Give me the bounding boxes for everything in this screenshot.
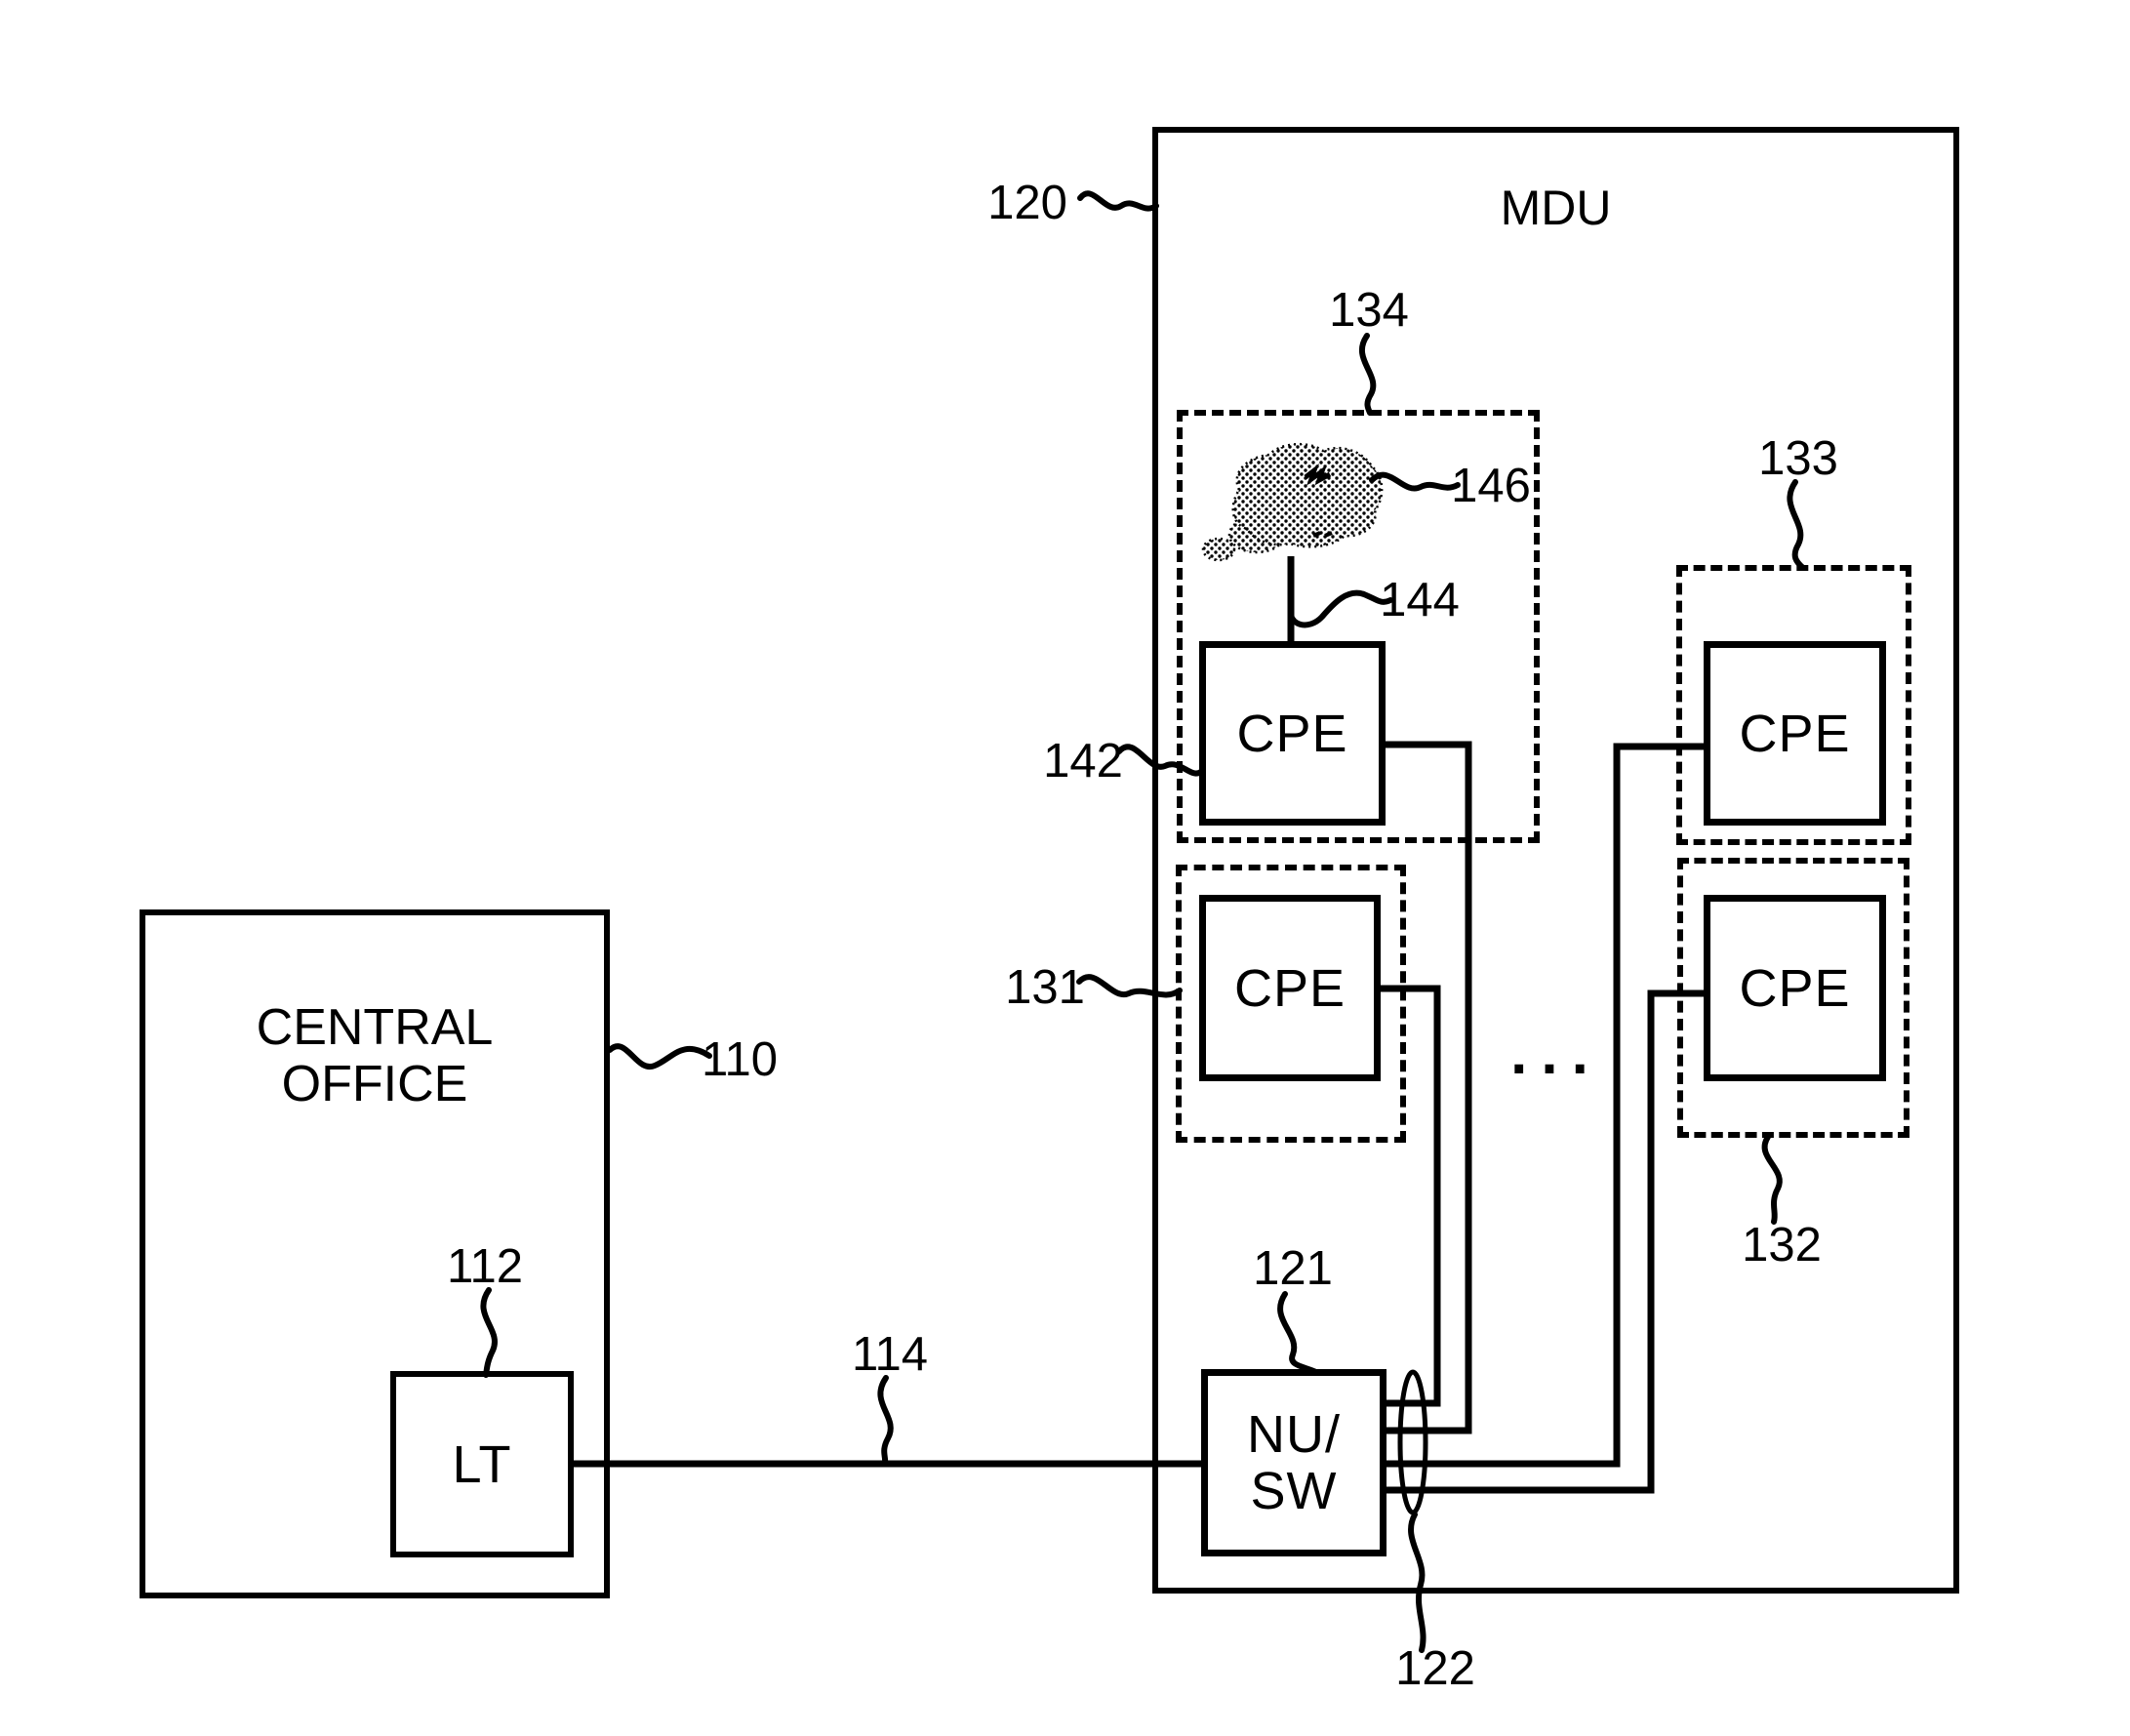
cpe-132-label: CPE [1739, 958, 1851, 1018]
cpe-142-label: CPE [1236, 704, 1348, 763]
ref-134-label: 134 [1329, 284, 1409, 337]
leader-120-squiggle [1077, 190, 1159, 212]
cpe-131-label: CPE [1233, 958, 1346, 1018]
leader-114-squiggle [877, 1375, 894, 1466]
ref-133-label: 133 [1758, 432, 1838, 485]
ref-112-label: 112 [446, 1240, 524, 1293]
central-office-label: CENTRAL OFFICE [145, 999, 604, 1112]
lt-label: LT [452, 1434, 512, 1494]
ref-122-label: 122 [1395, 1642, 1475, 1695]
ref-114-label: 114 [851, 1328, 929, 1381]
cpe-131-box: CPE [1199, 895, 1381, 1081]
nu-sw-label-line2: SW [1250, 1462, 1338, 1520]
ref-144-label: 144 [1380, 574, 1460, 626]
lt-box: LT [390, 1371, 574, 1557]
cpe-133-box: CPE [1704, 641, 1886, 826]
ref-120-label: 120 [987, 177, 1067, 229]
central-office-label-line1: CENTRAL [256, 999, 494, 1056]
cpe-133-label: CPE [1739, 704, 1851, 763]
mdu-box: MDU [1152, 127, 1959, 1594]
ref-132-label: 132 [1742, 1219, 1822, 1272]
mdu-label: MDU [1500, 181, 1612, 235]
leader-110-squiggle [607, 1043, 712, 1070]
ref-131-label: 131 [1005, 961, 1085, 1014]
nu-sw-box: NU/SW [1201, 1369, 1387, 1556]
central-office-label-line2: OFFICE [281, 1056, 468, 1112]
ref-146-label: 146 [1451, 460, 1531, 512]
nu-sw-label: NU/SW [1208, 1376, 1380, 1550]
apartment-134-dashed-box [1177, 410, 1540, 843]
central-office-box: CENTRAL OFFICE [140, 909, 610, 1598]
ref-110-label: 110 [701, 1033, 779, 1086]
ref-142-label: 142 [1043, 735, 1123, 787]
cpe-132-box: CPE [1704, 895, 1886, 1081]
nu-sw-label-line1: NU/ [1247, 1405, 1341, 1464]
ref-121-label: 121 [1253, 1242, 1333, 1295]
cpe-142-box: CPE [1199, 641, 1386, 826]
